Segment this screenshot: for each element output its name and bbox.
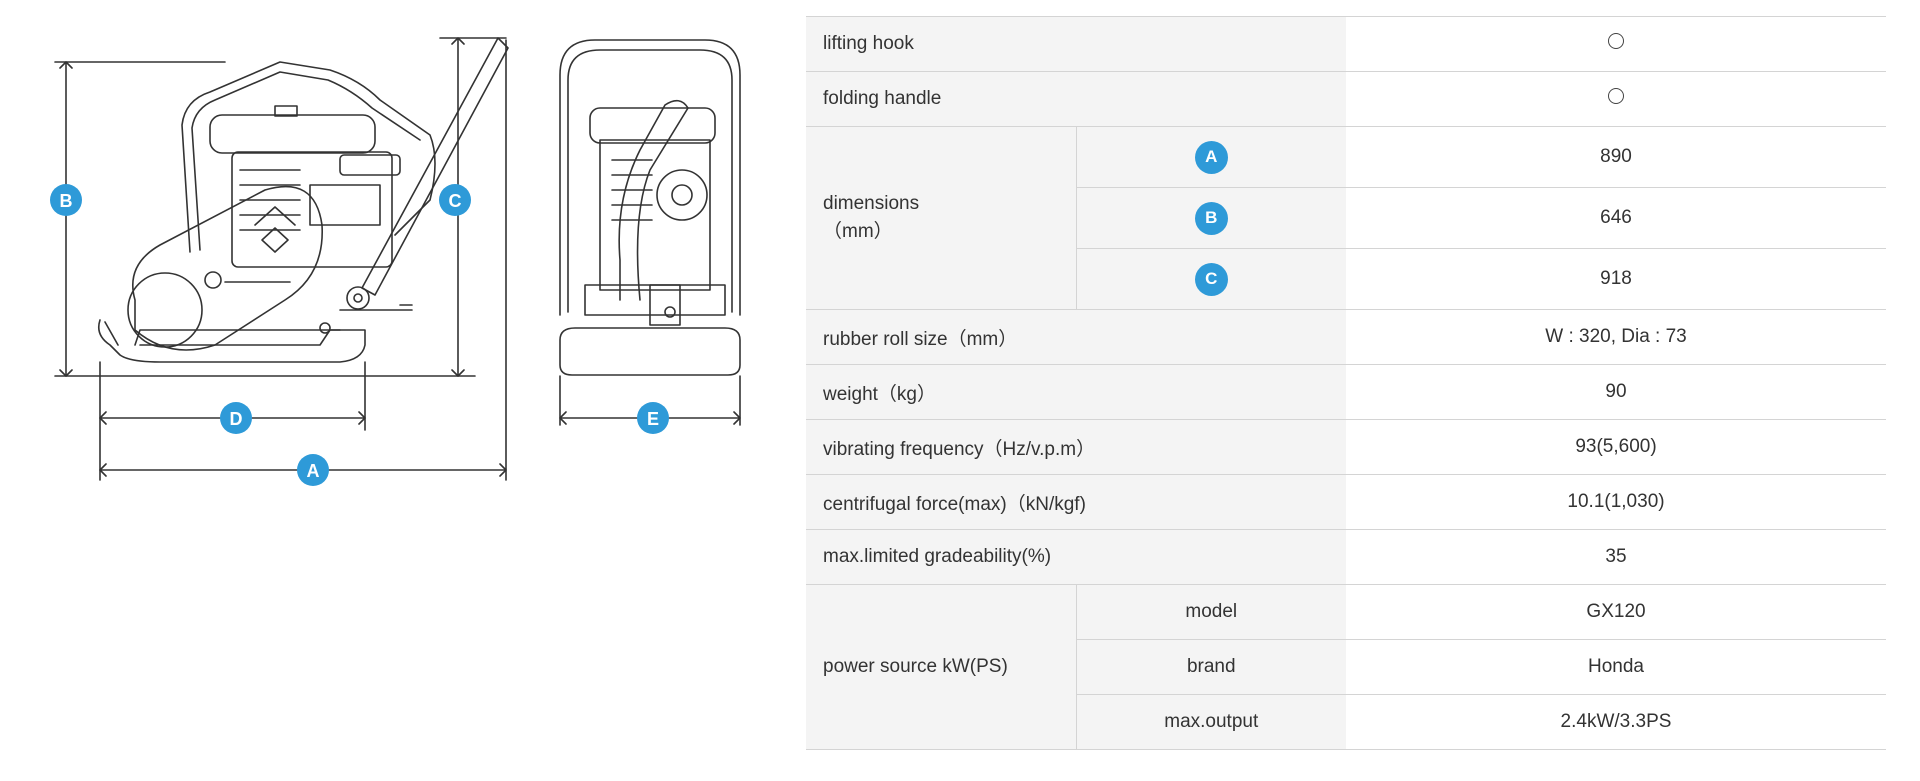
row-dimension-c: C 918 xyxy=(806,248,1886,310)
badge-e-label: E xyxy=(647,409,659,429)
badge-b-label: B xyxy=(60,191,73,211)
row-vibrating-frequency: vibrating frequency（Hz/v.p.m） 93(5,600) xyxy=(806,419,1886,475)
row-folding-handle: folding handle xyxy=(806,71,1886,127)
row-dimension-b: B 646 xyxy=(806,187,1886,249)
circle-mark-icon xyxy=(1608,88,1624,104)
rubber-roll-size-value: W : 320, Dia : 73 xyxy=(1346,309,1886,365)
front-view-compactor xyxy=(559,39,741,426)
power-model-key: model xyxy=(1075,584,1346,640)
badge-c-circle xyxy=(439,184,471,216)
lifting-hook-label: lifting hook xyxy=(806,16,1346,72)
vibrating-frequency-label: vibrating frequency（Hz/v.p.m） xyxy=(806,419,1346,475)
spec-table: lifting hook folding handle dimensions （… xyxy=(806,16,1886,750)
gradeability-label: max.limited gradeability(%) xyxy=(806,529,1346,585)
row-dimension-a: dimensions （mm） A 890 xyxy=(806,126,1886,310)
gradeability-value: 35 xyxy=(1346,529,1886,585)
badge-c-label: C xyxy=(449,191,462,211)
dimension-b-value: 646 xyxy=(1346,187,1886,249)
centrifugal-force-label: centrifugal force(max)（kN/kgf) xyxy=(806,474,1346,530)
row-gradeability: max.limited gradeability(%) 35 xyxy=(806,529,1886,585)
power-output-key: max.output xyxy=(1075,694,1346,750)
side-view-compactor xyxy=(54,37,509,481)
row-weight: weight（kg） 90 xyxy=(806,364,1886,420)
badge-c: C xyxy=(1194,262,1228,296)
dimension-c-value: 918 xyxy=(1346,248,1886,310)
badge-a: A xyxy=(1194,140,1228,174)
badge-d-label: D xyxy=(230,409,243,429)
badge-e-circle xyxy=(637,402,669,434)
row-power-output: max.output 2.4kW/3.3PS xyxy=(806,694,1886,750)
weight-label: weight（kg） xyxy=(806,364,1346,420)
badge-d-circle xyxy=(220,402,252,434)
row-power-model: power source kW(PS) model GX120 xyxy=(806,584,1886,750)
power-brand-value: Honda xyxy=(1346,639,1886,695)
badge-b: B xyxy=(1194,201,1228,235)
badge-a-circle xyxy=(297,454,329,486)
dimension-drawing: B C D E A xyxy=(50,37,741,486)
badge-a-label: A xyxy=(307,461,320,481)
dimension-a-value: 890 xyxy=(1346,126,1886,188)
centrifugal-force-value: 10.1(1,030) xyxy=(1346,474,1886,530)
circle-mark-icon xyxy=(1608,33,1624,49)
row-lifting-hook: lifting hook xyxy=(806,16,1886,72)
power-brand-key: brand xyxy=(1075,639,1346,695)
row-rubber-roll-size: rubber roll size（mm） W : 320, Dia : 73 xyxy=(806,309,1886,365)
dimensions-label: dimensions （mm） xyxy=(806,126,1076,310)
badge-b-circle xyxy=(50,184,82,216)
power-output-value: 2.4kW/3.3PS xyxy=(1346,694,1886,750)
vibrating-frequency-value: 93(5,600) xyxy=(1346,419,1886,475)
row-power-brand: brand Honda xyxy=(806,639,1886,695)
power-model-value: GX120 xyxy=(1346,584,1886,640)
power-source-label: power source kW(PS) xyxy=(806,584,1076,750)
folding-handle-label: folding handle xyxy=(806,71,1346,127)
row-centrifugal-force: centrifugal force(max)（kN/kgf) 10.1(1,03… xyxy=(806,474,1886,530)
weight-value: 90 xyxy=(1346,364,1886,420)
rubber-roll-size-label: rubber roll size（mm） xyxy=(806,309,1346,365)
